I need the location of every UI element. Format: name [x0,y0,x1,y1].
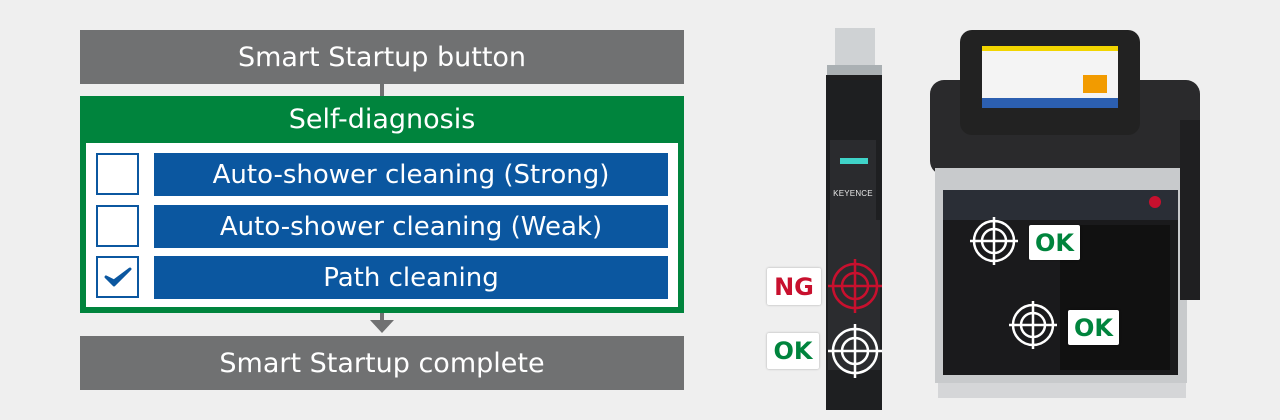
connector-line [380,313,384,323]
group-title: Self-diagnosis [288,104,476,135]
ng-label: NG [767,268,821,305]
checkbox-path [96,256,139,298]
item-weak: Auto-shower cleaning (Weak) [154,205,668,248]
step-label: Smart Startup complete [219,347,545,379]
arrow-down-icon [370,320,394,333]
item-strong: Auto-shower cleaning (Strong) [154,153,668,196]
ok-label: OK [767,333,819,369]
smart-startup-button-step: Smart Startup button [80,30,684,84]
target-ng-icon [828,259,882,313]
checkbox-strong [96,153,139,195]
target-ok-icon [828,217,1057,378]
smart-startup-complete-step: Smart Startup complete [80,336,684,390]
checkbox-weak [96,205,139,247]
self-diagnosis-group: Self-diagnosis Auto-shower cleaning (Str… [80,96,684,313]
ok-label: OK [1068,310,1119,345]
ok-label: OK [1029,225,1080,260]
checkmark-icon [104,267,131,287]
diagnosis-list: Auto-shower cleaning (Strong) Auto-showe… [86,143,678,307]
printer-photo [826,28,1200,410]
controller [930,30,1200,398]
connector-line [380,84,384,96]
item-path: Path cleaning [154,256,668,299]
step-label: Smart Startup button [237,41,527,73]
head-brand-label: KEYENCE [833,189,873,198]
